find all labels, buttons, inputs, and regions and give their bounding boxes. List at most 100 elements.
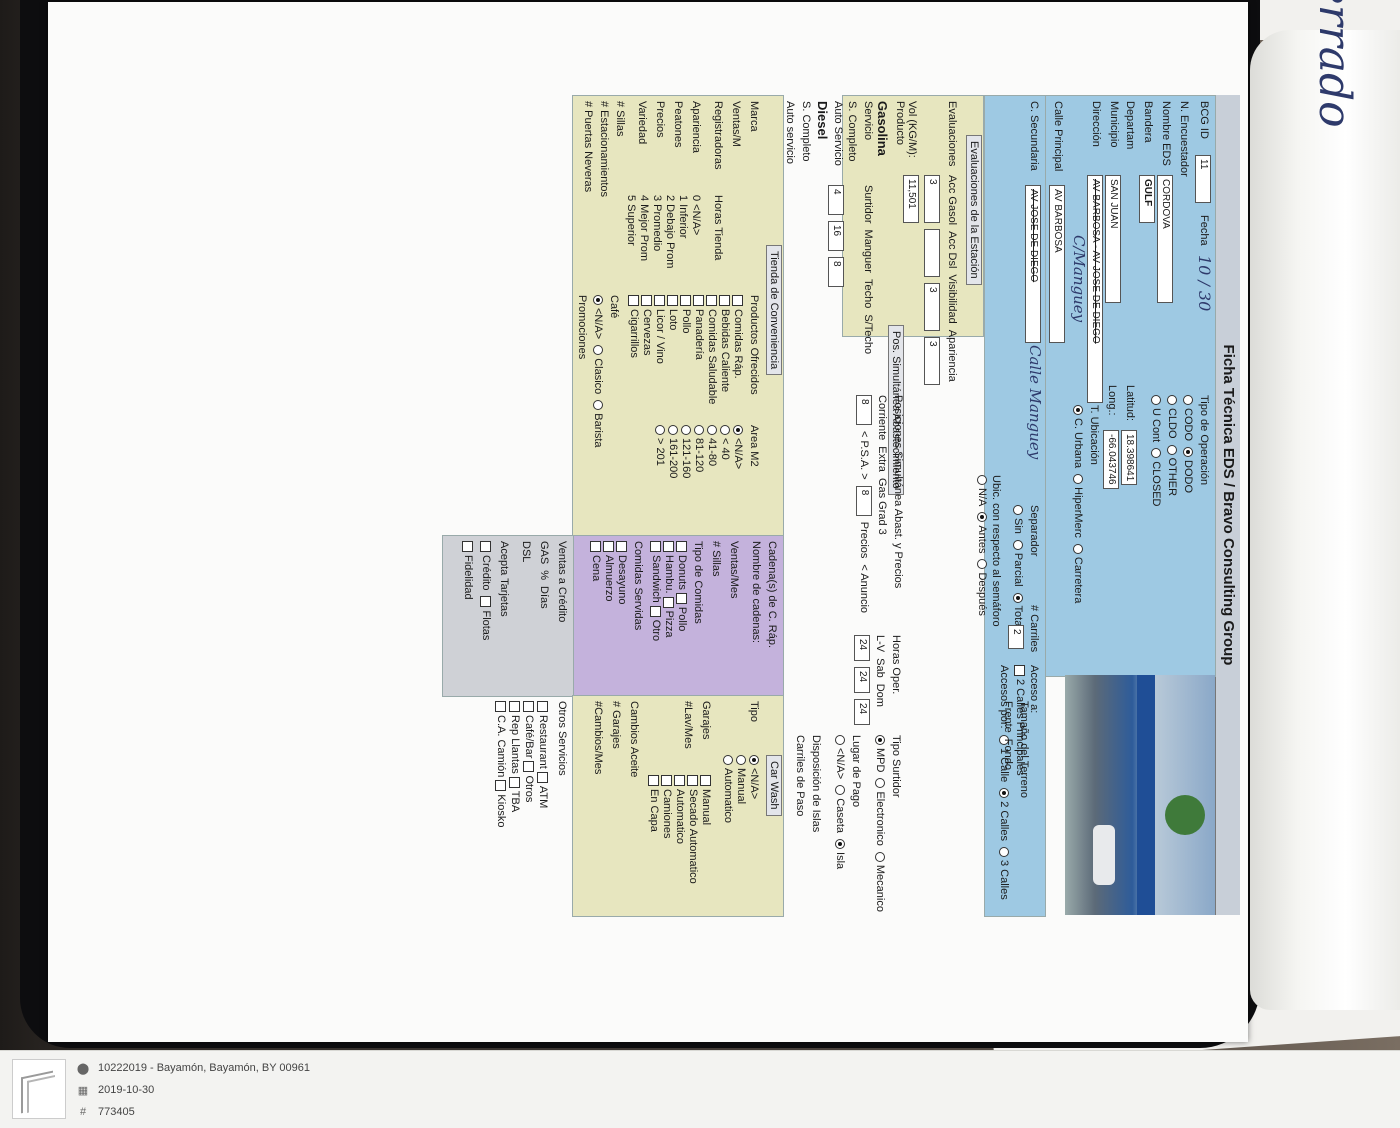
producto-comidas-rap[interactable]: Comidas Ráp. bbox=[731, 295, 744, 404]
area-201[interactable]: > 201 bbox=[653, 425, 666, 478]
option-3-calles[interactable]: 3 Calles bbox=[998, 847, 1010, 900]
vol-field[interactable]: 11,501 bbox=[903, 175, 919, 223]
producto-cervezas[interactable]: Cervezas bbox=[640, 295, 653, 404]
area-161-200[interactable]: 161-200 bbox=[666, 425, 679, 478]
precios-label: Precios bbox=[654, 101, 666, 138]
cafe-na[interactable]: <N/A> bbox=[592, 295, 604, 339]
servida-desayuno[interactable]: Desayuno bbox=[615, 541, 628, 605]
techo-field[interactable]: 8 bbox=[828, 257, 844, 287]
cafe-clasico[interactable]: Clasico bbox=[592, 345, 604, 394]
checkbox-icon bbox=[590, 541, 602, 552]
dsl-label: DSL bbox=[520, 541, 532, 563]
tipo-sandwich[interactable]: Sandwich Otro bbox=[649, 541, 662, 641]
option-u-cont[interactable]: U Cont bbox=[1150, 395, 1162, 442]
option-mpd[interactable]: MPD bbox=[874, 735, 886, 772]
calle-principal-field[interactable]: AV BARBOSA bbox=[1049, 185, 1065, 343]
fecha-label: Fecha bbox=[1198, 215, 1210, 246]
area-41-80[interactable]: 41-80 bbox=[705, 425, 718, 478]
horas-sab-field[interactable]: 24 bbox=[854, 667, 870, 693]
checkbox-icon bbox=[719, 295, 731, 306]
option-despues[interactable]: Después bbox=[976, 559, 988, 616]
otro-cafe-bar[interactable]: Café/Bar Otros bbox=[522, 701, 536, 827]
otro-ca-camion[interactable]: C.A. Camión Kiosko bbox=[494, 701, 508, 827]
servida-almuerzo[interactable]: Almuerzo bbox=[602, 541, 615, 605]
area-40[interactable]: < 40 bbox=[718, 425, 731, 478]
latitud-field[interactable]: 18.398641 bbox=[1121, 430, 1137, 486]
acc-dsl-field[interactable] bbox=[924, 229, 940, 277]
option-caseta[interactable]: Caseta bbox=[834, 785, 846, 833]
nombre-eds-field[interactable]: CORDOVA bbox=[1157, 175, 1173, 303]
option-antes[interactable]: Antes bbox=[976, 512, 988, 553]
producto-saludable[interactable]: Comidas Saludable bbox=[705, 295, 718, 404]
horas-lv-field[interactable]: 24 bbox=[854, 635, 870, 661]
option-carretera[interactable]: Carretera bbox=[1072, 543, 1084, 603]
producto-cigarrillos[interactable]: Cigarrillos bbox=[627, 295, 640, 404]
radio-icon bbox=[722, 755, 733, 765]
carwash-na[interactable]: <N/A> bbox=[747, 755, 760, 823]
producto-pollo[interactable]: Pollo bbox=[679, 295, 692, 404]
servida-cena[interactable]: Cena bbox=[589, 541, 602, 605]
bandera-field[interactable]: GULF bbox=[1139, 175, 1155, 223]
bcg-id-field[interactable]: 11 bbox=[1195, 155, 1211, 203]
tarjeta-flotas[interactable]: Flotas bbox=[480, 596, 492, 640]
tipo-hambu[interactable]: Hambu. Pizza bbox=[662, 541, 675, 641]
tarjeta-credito[interactable]: Crédito bbox=[480, 541, 492, 590]
extra-field[interactable]: 8 bbox=[856, 485, 872, 516]
option-isla[interactable]: Isla bbox=[834, 839, 846, 869]
radio-icon bbox=[1166, 395, 1177, 405]
option-total[interactable]: Total bbox=[1012, 592, 1024, 629]
producto-loto[interactable]: Loto bbox=[666, 295, 679, 404]
tipo-surtidor-label: Tipo Surtidor bbox=[890, 735, 902, 798]
manguer-field[interactable]: 16 bbox=[828, 221, 844, 251]
fecha-value[interactable]: 10 / 30 bbox=[1195, 255, 1214, 312]
option-cldo[interactable]: CLDO bbox=[1166, 395, 1178, 439]
option-dodo[interactable]: DODO bbox=[1182, 447, 1194, 493]
option-hipermerc[interactable]: HiperMerc bbox=[1072, 474, 1084, 538]
tarjeta-fidelidad[interactable]: Fidelidad bbox=[462, 541, 474, 600]
producto-bebidas[interactable]: Bebidas Caliente bbox=[718, 295, 731, 404]
acc-gasol-field[interactable]: 3 bbox=[924, 175, 940, 223]
document-thumbnail[interactable] bbox=[12, 1059, 66, 1119]
option-sin[interactable]: Sin bbox=[1012, 505, 1024, 534]
long-field[interactable]: -66.043746 bbox=[1103, 430, 1119, 489]
visibilidad-field[interactable]: 3 bbox=[924, 283, 940, 331]
area-121-160[interactable]: 121-160 bbox=[679, 425, 692, 478]
servicio-secado[interactable]: Secado Automatico bbox=[686, 775, 699, 884]
option-codo[interactable]: CODO bbox=[1182, 395, 1194, 441]
servicio-automatico[interactable]: Automatico bbox=[673, 775, 686, 884]
area-na[interactable]: <N/A> bbox=[731, 425, 744, 478]
surtidor-field[interactable]: 4 bbox=[828, 185, 844, 215]
producto-licor[interactable]: Licor / Vino bbox=[653, 295, 666, 404]
option-parcial[interactable]: Parcial bbox=[1012, 539, 1024, 587]
producto-panaderia[interactable]: Panadería bbox=[692, 295, 705, 404]
col-dom: Dom bbox=[874, 683, 886, 707]
option-mecanico[interactable]: Mecanico bbox=[874, 851, 886, 912]
otro-restaurant[interactable]: Restaurant ATM bbox=[536, 701, 550, 827]
option-2-calles[interactable]: 2 Calles bbox=[998, 788, 1010, 841]
col-techo: Techo bbox=[862, 278, 874, 309]
municipio-field[interactable]: SAN JUAN bbox=[1105, 175, 1121, 303]
carwash-automatico[interactable]: Automatico bbox=[721, 755, 734, 823]
option-closed[interactable]: CLOSED bbox=[1150, 448, 1162, 507]
direccion-field[interactable]: AV BARBOSA - AV JOSE DE DIEGO bbox=[1087, 175, 1103, 403]
c-secundaria-field[interactable]: AV JOSE DE DIEGO bbox=[1025, 185, 1041, 343]
otro-rep-llantas[interactable]: Rep Llantas TBA bbox=[508, 701, 522, 827]
corriente-field[interactable]: 8 bbox=[856, 395, 872, 425]
servicio-en-capa[interactable]: En Capa bbox=[647, 775, 660, 884]
camiles-field[interactable]: 2 bbox=[1008, 625, 1024, 649]
checkbox-icon bbox=[674, 775, 686, 786]
option-na[interactable]: N/A bbox=[976, 475, 988, 506]
option-other[interactable]: OTHER bbox=[1166, 444, 1178, 496]
horas-dom-field[interactable]: 24 bbox=[854, 699, 870, 725]
option-electronico[interactable]: Electronico bbox=[874, 778, 886, 846]
area-81-120[interactable]: 81-120 bbox=[692, 425, 705, 478]
apariencia-field[interactable]: 3 bbox=[924, 337, 940, 385]
option-c-urbana[interactable]: C. Urbana bbox=[1072, 405, 1084, 468]
servicio-manual[interactable]: Manual bbox=[699, 775, 712, 884]
option-na[interactable]: <N/A> bbox=[834, 735, 846, 779]
radio-icon bbox=[1166, 444, 1177, 455]
carwash-manual[interactable]: Manual bbox=[734, 755, 747, 823]
servicio-camiones[interactable]: Camiones bbox=[660, 775, 673, 884]
tipo-donuts[interactable]: Donuts Pollo bbox=[675, 541, 688, 641]
cafe-barista[interactable]: Barista bbox=[592, 400, 604, 448]
